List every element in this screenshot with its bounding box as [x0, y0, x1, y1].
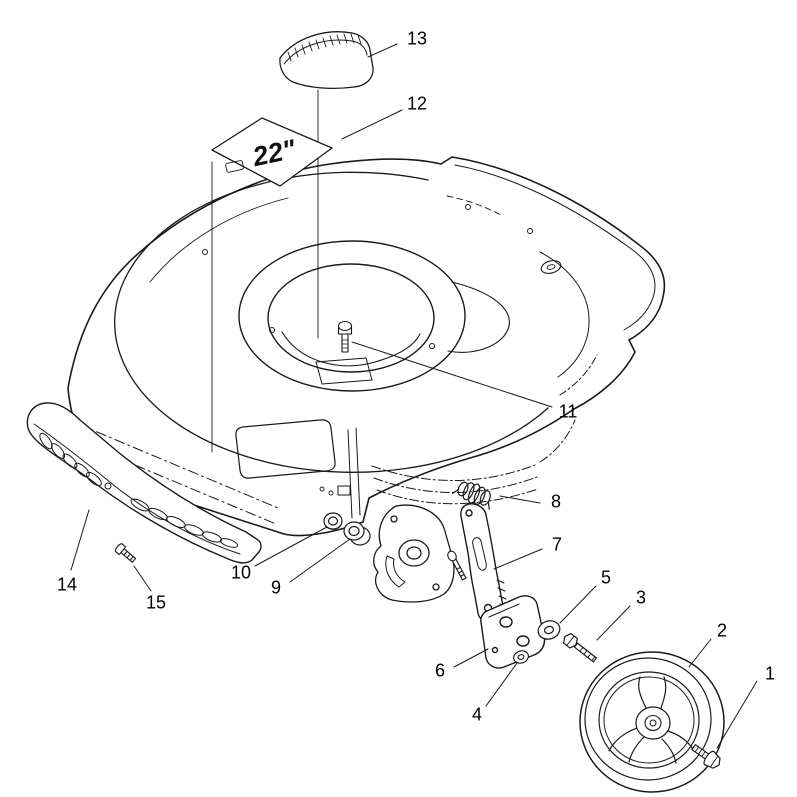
pivot-plate [373, 504, 455, 603]
leader-line [351, 341, 553, 408]
callout-6: 6 [434, 660, 446, 681]
callout-14: 14 [56, 574, 78, 595]
washer-small [513, 650, 529, 664]
leader-lines [70, 43, 758, 749]
axle-bolt [691, 744, 721, 769]
leader-line [716, 680, 758, 749]
wheel-bracket [480, 595, 546, 669]
toro-logo-mark [225, 160, 244, 173]
callout-5: 5 [600, 567, 612, 588]
callout-11: 11 [558, 401, 578, 422]
bumper-screw [114, 543, 137, 563]
callout-1: 1 [764, 663, 776, 684]
deck-size-label: 22" [211, 117, 333, 187]
torsion-spring [451, 481, 491, 510]
callout-2: 2 [716, 620, 728, 641]
leader-line [70, 509, 90, 571]
callout-3: 3 [635, 587, 647, 608]
pivot-bolt [447, 550, 467, 581]
height-adjust-lever [460, 503, 508, 623]
leader-line [688, 638, 712, 668]
callout-10: 10 [230, 562, 252, 583]
leader-line [453, 648, 489, 668]
leader-line [485, 662, 518, 707]
callout-7: 7 [551, 534, 563, 555]
front-bumper [26, 402, 262, 564]
leader-line [493, 548, 543, 570]
leader-line [289, 538, 351, 583]
callout-8: 8 [550, 491, 562, 512]
alignment-lines [211, 89, 319, 453]
flange-nut [323, 512, 343, 530]
shoulder-bolt [562, 632, 597, 663]
grass-chute-cover [279, 31, 374, 89]
callout-4: 4 [471, 704, 483, 725]
leader-line [341, 109, 403, 140]
bushing [343, 521, 371, 546]
callout-9: 9 [270, 577, 282, 598]
washer-large [537, 620, 561, 640]
wheel [579, 651, 725, 793]
leader-line [367, 43, 398, 58]
leader-line [254, 526, 328, 567]
leader-line [559, 585, 597, 624]
blade-bolt [337, 320, 353, 353]
callout-13: 13 [406, 28, 428, 49]
callout-15: 15 [145, 592, 167, 613]
leader-line [133, 565, 152, 592]
leader-line [596, 605, 631, 641]
callout-12: 12 [406, 93, 428, 114]
leader-line [499, 495, 541, 504]
